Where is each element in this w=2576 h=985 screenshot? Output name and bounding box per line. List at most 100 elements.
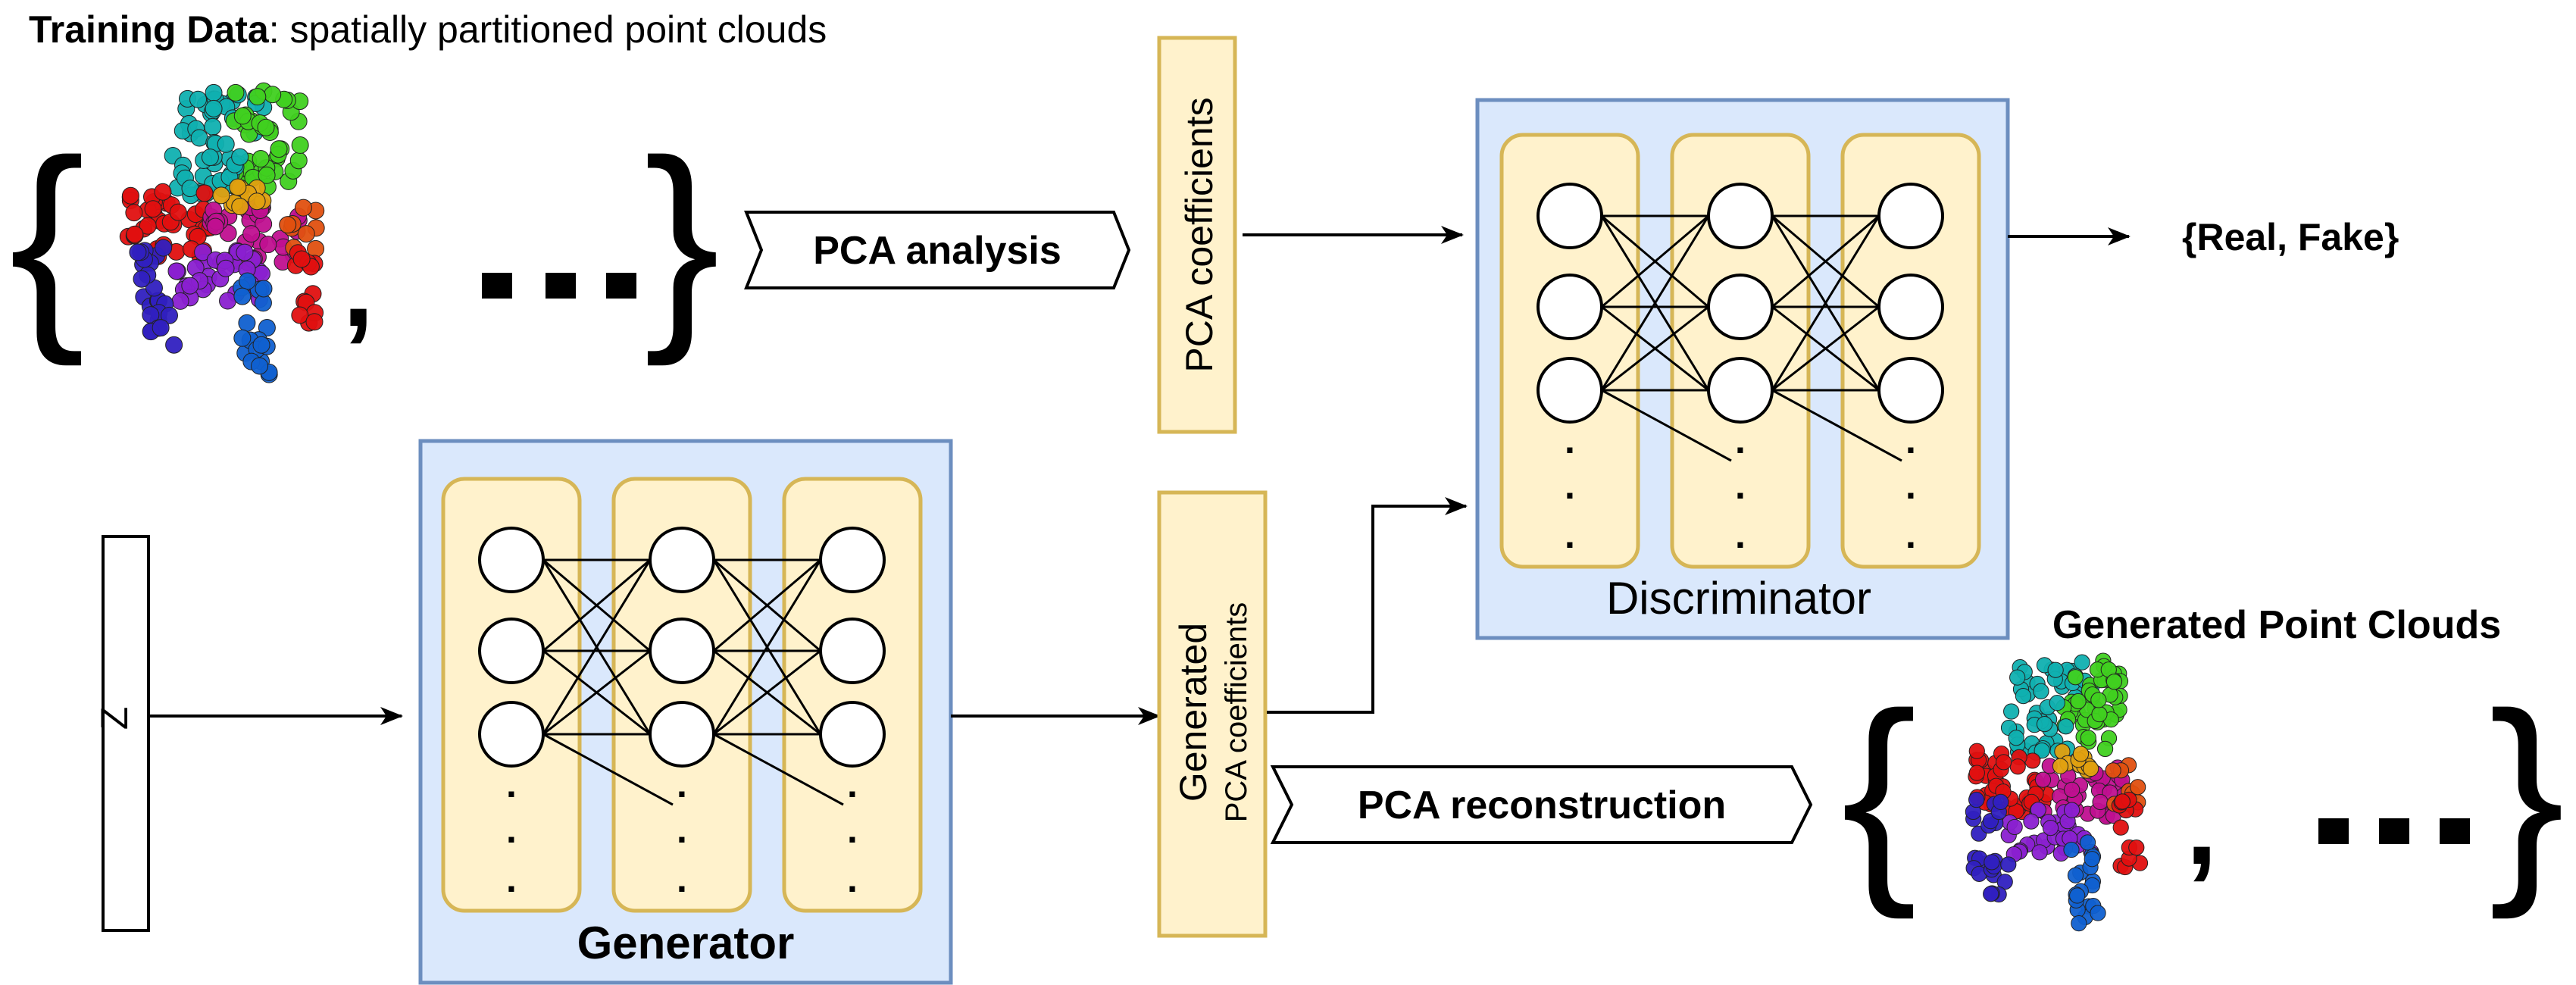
point — [160, 306, 178, 324]
point — [297, 225, 315, 243]
discriminator-label: Discriminator — [1606, 573, 1871, 624]
header-title: Training Data: spatially partitioned poi… — [29, 8, 827, 51]
generator-ellipsis-dot: . — [506, 858, 517, 900]
point — [189, 90, 208, 108]
generator-connection — [713, 558, 821, 652]
point — [231, 148, 249, 166]
discriminator-ellipsis-dot: . — [1735, 464, 1746, 507]
point — [233, 329, 252, 347]
discriminator-ellipsis-dot: . — [1565, 514, 1575, 556]
point — [2003, 703, 2020, 720]
generator-ellipsis-dot: . — [847, 808, 858, 851]
point — [152, 319, 170, 337]
point — [1984, 854, 2000, 871]
point — [2033, 683, 2049, 699]
point — [2074, 654, 2090, 671]
point — [181, 277, 199, 295]
point — [165, 336, 183, 354]
generator-ellipsis-dot: . — [677, 763, 687, 805]
discriminator-layer-3 — [1840, 133, 1981, 569]
generated-coef-line2: PCA coefficients — [1220, 602, 1253, 823]
generator-neuron — [478, 527, 545, 593]
discriminator-ellipsis-dot: . — [1735, 514, 1746, 556]
point — [1996, 754, 2012, 771]
discriminator-ellipsis-dot: . — [1565, 419, 1575, 461]
generator-ellipsis-dot: . — [677, 808, 687, 851]
point — [264, 86, 282, 104]
point — [294, 199, 312, 217]
point — [231, 198, 249, 216]
point — [154, 183, 172, 201]
point — [2070, 693, 2087, 710]
generator-layer-3 — [782, 477, 923, 913]
point — [194, 243, 212, 261]
point — [129, 243, 147, 261]
point — [2105, 762, 2121, 779]
generated-open-brace: { — [1841, 665, 1917, 921]
generated-coef-to-discriminator-arrow — [1267, 497, 1468, 714]
generator-ellipsis-dot: . — [677, 858, 687, 900]
discriminator-connection — [1771, 214, 1880, 308]
generator-ellipsis-dot: . — [847, 763, 858, 805]
point — [2067, 669, 2084, 686]
point — [1968, 791, 1985, 808]
point — [1968, 743, 1985, 759]
training-comma: , — [342, 223, 374, 350]
point — [2090, 692, 2107, 708]
discriminator-ellipsis-dot: . — [1565, 464, 1575, 507]
generated-chair-point-cloud — [1965, 652, 2149, 932]
point — [167, 262, 186, 280]
generated-close-brace: } — [2489, 665, 2565, 921]
generator-network: ......... Generator — [418, 439, 953, 985]
z-label: Z — [93, 707, 136, 730]
discriminator-neuron — [1707, 274, 1774, 340]
point — [2015, 687, 2032, 705]
discriminator-connection — [1771, 305, 1880, 392]
point — [239, 272, 257, 290]
discriminator-ellipsis-dot: . — [1905, 514, 1916, 556]
point — [305, 313, 324, 331]
point — [258, 319, 276, 337]
pca-coefficients-box: PCA coefficients — [1157, 36, 1237, 434]
point — [1968, 765, 1985, 781]
point — [201, 149, 219, 167]
point — [2049, 695, 2065, 711]
point — [292, 250, 311, 268]
point — [2082, 760, 2099, 777]
point — [2036, 715, 2053, 733]
point — [2034, 771, 2052, 788]
discriminator-neuron — [1537, 183, 1603, 249]
point — [205, 99, 223, 117]
point — [2106, 674, 2123, 690]
pca-analysis-step: PCA analysis — [744, 211, 1131, 289]
generator-ellipsis-dot: . — [506, 808, 517, 851]
point — [233, 287, 252, 305]
generator-connection — [542, 733, 674, 806]
point — [252, 150, 270, 168]
point — [195, 184, 214, 202]
training-chair-point-cloud — [119, 82, 325, 383]
point — [279, 216, 297, 234]
point — [2052, 758, 2069, 774]
point — [2009, 758, 2026, 775]
generator-neuron — [819, 701, 886, 768]
point — [2128, 839, 2145, 856]
point — [291, 136, 309, 155]
generator-neuron — [478, 618, 545, 684]
generator-ellipsis-dot: . — [506, 763, 517, 805]
point — [155, 239, 173, 257]
training-close-brace: } — [644, 112, 720, 368]
point — [121, 186, 139, 205]
point — [2072, 746, 2090, 762]
discriminator-neuron — [1707, 357, 1774, 424]
discriminator-layer-1 — [1499, 133, 1640, 569]
point — [255, 280, 273, 298]
point — [2114, 793, 2131, 810]
point — [217, 259, 235, 277]
point — [133, 270, 151, 288]
point — [169, 203, 187, 221]
training-open-brace: { — [9, 112, 85, 368]
point — [2130, 779, 2146, 796]
generator-neuron — [819, 527, 886, 593]
